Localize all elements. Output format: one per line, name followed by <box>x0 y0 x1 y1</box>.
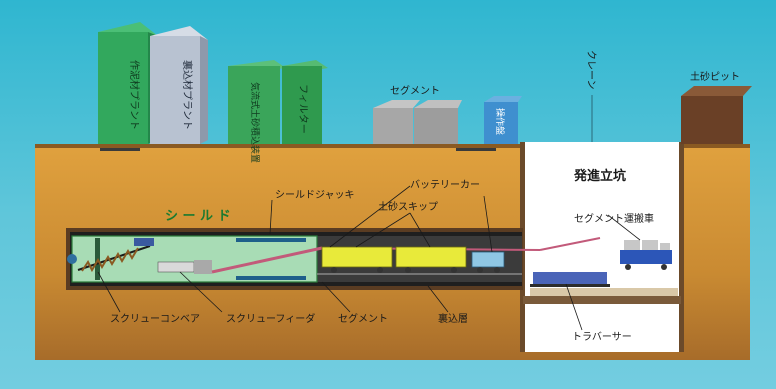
label-shield: シ ー ル ド <box>165 209 231 224</box>
shaft-wall-right <box>679 142 684 352</box>
mortar-plant <box>98 22 158 144</box>
rail-mark-left <box>100 148 140 151</box>
label-battery-car: バッテリーカー <box>410 179 480 191</box>
label-launch-shaft: 発進立坑 <box>573 168 626 184</box>
label-segment-bottom: セグメント <box>338 312 388 325</box>
label-pneumatic-device: 気流式土砂積込装置 <box>249 82 261 163</box>
segment-stack <box>373 100 462 144</box>
backfill-plant <box>150 26 208 144</box>
control-panel <box>484 96 522 144</box>
shaft-floor-slab <box>530 288 678 296</box>
screw-feeder <box>157 261 195 273</box>
filter-unit <box>282 60 328 144</box>
soil-skip-2-wheel-b <box>451 267 457 273</box>
battery-car <box>471 251 505 268</box>
soil-skip-1-wheel-b <box>377 267 383 273</box>
battery-car-wheel-a <box>477 267 483 273</box>
leader-lines <box>97 185 641 331</box>
ground-surface-line <box>35 144 750 148</box>
screw-feeder-motor <box>194 260 212 274</box>
traverser <box>533 272 607 284</box>
soil-skip-1-wheel-a <box>331 267 337 273</box>
traverser-rail <box>530 284 610 287</box>
label-screw-conveyor: スクリューコンベア <box>110 313 200 325</box>
soil-pit <box>681 86 752 144</box>
conveyor-belt <box>211 246 323 274</box>
label-control-panel: 操作盤 <box>494 108 506 135</box>
label-soil-skip: 土砂スキップ <box>378 200 438 213</box>
label-crane: クレーン <box>585 50 597 90</box>
label-segment-carrier: セグメント運搬車 <box>574 212 654 225</box>
shield-jack-lower <box>236 276 306 280</box>
cutter-head <box>67 254 77 264</box>
segment-carrier <box>620 240 672 270</box>
shield-jack-upper <box>236 238 306 242</box>
pneumatic-loading-device <box>228 60 286 144</box>
label-backfill-plant: 裏込材プラント <box>181 60 194 130</box>
label-traverser: トラバーサー <box>572 331 632 343</box>
label-backfill-layer: 裏込層 <box>438 312 468 325</box>
shaft-floor <box>523 296 681 304</box>
screw-conveyor <box>77 238 154 273</box>
label-screw-feeder: スクリューフィーダ <box>226 312 315 325</box>
label-segment-top: セグメント <box>390 84 440 97</box>
feed-pipe-up <box>539 237 601 251</box>
battery-car-wheel-b <box>494 267 500 273</box>
label-filter: フィルター <box>297 84 309 134</box>
rail-mark-right <box>456 148 496 151</box>
soil-skip-1 <box>321 246 393 268</box>
label-mortar-plant: 作泥材プラント <box>128 60 141 130</box>
soil-skip-2-wheel-a <box>405 267 411 273</box>
label-shield-jack: シールドジャッキ <box>275 190 355 201</box>
label-soil-pit: 土砂ピット <box>690 70 740 83</box>
soil-skip-2 <box>395 246 467 268</box>
